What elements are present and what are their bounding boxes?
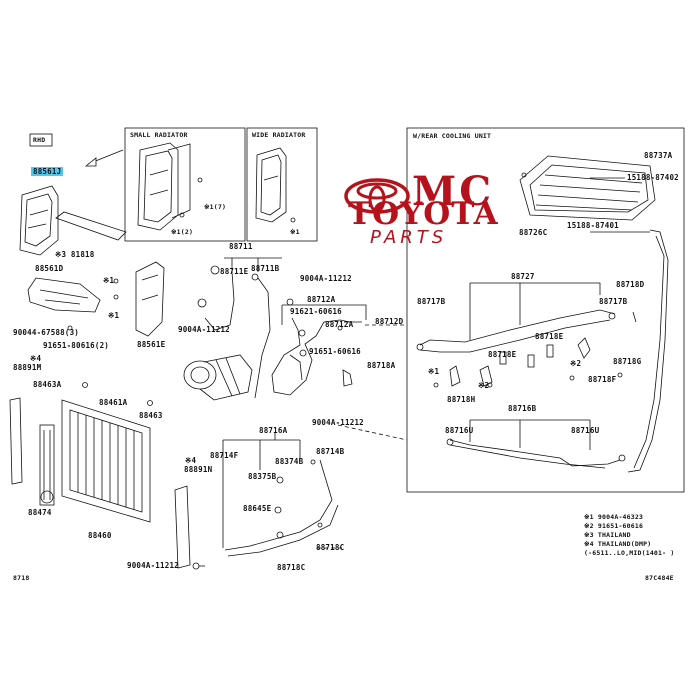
seal-81818 xyxy=(55,211,127,241)
part-88716U-a[interactable]: 88716U xyxy=(445,426,474,435)
part-88711B[interactable]: 88711B xyxy=(251,264,280,273)
small-radiator-title: SMALL RADIATOR xyxy=(130,131,188,139)
part-88463A[interactable]: 88463A xyxy=(33,380,62,389)
part-88712D[interactable]: 88712D xyxy=(375,317,404,326)
note-1a: ※1 xyxy=(103,276,115,285)
strip-88891M xyxy=(9,397,23,485)
part-88716U-b[interactable]: 88716U xyxy=(571,426,600,435)
pipe-88716A xyxy=(224,459,333,551)
part-88718C-b[interactable]: 88718C xyxy=(277,563,306,572)
part-88375B[interactable]: 88375B xyxy=(248,472,277,481)
wide-radiator-parts xyxy=(255,147,296,223)
part-9004A-11212-c[interactable]: 9004A-11212 xyxy=(312,418,364,427)
part-88718F[interactable]: 88718F xyxy=(588,375,617,384)
part-88716B[interactable]: 88716B xyxy=(508,404,537,413)
note-1b: ※1 xyxy=(108,311,120,320)
condenser-88460 xyxy=(39,399,151,523)
rhd-label: RHD xyxy=(33,136,46,144)
part-91651-b[interactable]: 91651-60616 xyxy=(309,347,361,356)
part-15188-87402[interactable]: 15188-87402 xyxy=(627,173,679,182)
part-88891N[interactable]: 88891N xyxy=(184,465,213,474)
legend-5: (-6511..LO,MID(1401- ) xyxy=(584,549,675,557)
part-88460[interactable]: 88460 xyxy=(88,531,112,540)
wide-note-1: ※1 xyxy=(290,228,300,236)
rear-cooling-frame xyxy=(406,127,685,493)
small-note-1: ※1(7) xyxy=(204,203,227,211)
part-9004A-11212-d[interactable]: 9004A-11212 xyxy=(127,561,179,570)
part-88718E-a[interactable]: 88718E xyxy=(535,332,564,341)
hose-88712A xyxy=(271,317,351,396)
rhd-box xyxy=(29,133,53,147)
part-88718E-b[interactable]: 88718E xyxy=(488,350,517,359)
part-88726C[interactable]: 88726C xyxy=(519,228,548,237)
legend-4: ※4 THAILAND(DMP) xyxy=(584,540,652,548)
note-2r: ※2 xyxy=(478,381,490,390)
strip-88891N xyxy=(174,485,191,569)
footer-right-code: 87C484E xyxy=(645,574,674,582)
note-4b: ※4 xyxy=(185,456,197,465)
part-91651-a[interactable]: 91651-80616(2) xyxy=(43,341,110,350)
part-81818[interactable]: ※3 81818 xyxy=(55,250,95,259)
toyota-logo-icon xyxy=(344,178,410,214)
watermark-mc: MC xyxy=(412,168,495,215)
part-9004A-11212-b[interactable]: 9004A-11212 xyxy=(178,325,230,334)
small-radiator-parts xyxy=(137,142,203,231)
part-88561E[interactable]: 88561E xyxy=(137,340,166,349)
part-91621[interactable]: 91621-60616 xyxy=(290,307,342,316)
part-88712A[interactable]: 88712A xyxy=(307,295,336,304)
part-88561D[interactable]: 88561D xyxy=(35,264,64,273)
small-note-1b: ※1(2) xyxy=(171,228,194,236)
part-88714B[interactable]: 88714B xyxy=(316,447,345,456)
part-88718C-a[interactable]: 88718C xyxy=(316,543,345,552)
note-4a: ※4 xyxy=(30,354,42,363)
rear-cooling-title: W/REAR COOLING UNIT xyxy=(413,132,492,140)
wide-radiator-frame xyxy=(246,127,318,242)
part-88718D[interactable]: 88718D xyxy=(616,280,645,289)
footer-left-code: 8718 xyxy=(13,574,30,582)
part-88463[interactable]: 88463 xyxy=(139,411,163,420)
watermark-parts: PARTS xyxy=(370,227,448,248)
part-88711E[interactable]: 88711E xyxy=(220,267,249,276)
part-88645E[interactable]: 88645E xyxy=(243,504,272,513)
part-15188-87401[interactable]: 15188-87401 xyxy=(567,221,619,230)
part-88714F[interactable]: 88714F xyxy=(210,451,239,460)
compressor-88711 xyxy=(183,354,253,401)
rear-cooling-unit xyxy=(416,155,669,473)
note-2r2: ※2 xyxy=(570,359,582,368)
legend-2: ※2 91651-60616 xyxy=(584,522,644,530)
part-88717B-a[interactable]: 88717B xyxy=(417,297,446,306)
guide-88561E xyxy=(135,261,165,337)
part-88712A-2[interactable]: 88712A xyxy=(325,320,354,329)
bracket-88561D xyxy=(27,277,101,313)
part-88737A[interactable]: 88737A xyxy=(644,151,673,160)
part-88727[interactable]: 88727 xyxy=(511,272,535,281)
part-9004A-11212-a[interactable]: 9004A-11212 xyxy=(300,274,352,283)
part-88718H[interactable]: 88718H xyxy=(447,395,476,404)
note-1r: ※1 xyxy=(428,367,440,376)
part-88474[interactable]: 88474 xyxy=(28,508,52,517)
shroud-88561J xyxy=(19,185,59,256)
watermark-toyota: TOYOTA xyxy=(348,196,499,232)
part-88716A[interactable]: 88716A xyxy=(259,426,288,435)
part-90044[interactable]: 90044-67588(3) xyxy=(13,328,80,337)
part-88561J[interactable]: 88561J xyxy=(31,167,64,176)
part-88711[interactable]: 88711 xyxy=(229,242,253,251)
part-88891M[interactable]: 88891M xyxy=(13,363,42,372)
legend-3: ※3 THAILAND xyxy=(584,531,631,539)
part-88717B-b[interactable]: 88717B xyxy=(599,297,628,306)
legend-1: ※1 9004A-46323 xyxy=(584,513,644,521)
part-88374B[interactable]: 88374B xyxy=(275,457,304,466)
wide-radiator-title: WIDE RADIATOR xyxy=(252,131,306,139)
small-radiator-frame xyxy=(124,127,246,242)
part-88718G[interactable]: 88718G xyxy=(613,357,642,366)
part-88461A[interactable]: 88461A xyxy=(99,398,128,407)
part-88718A[interactable]: 88718A xyxy=(367,361,396,370)
